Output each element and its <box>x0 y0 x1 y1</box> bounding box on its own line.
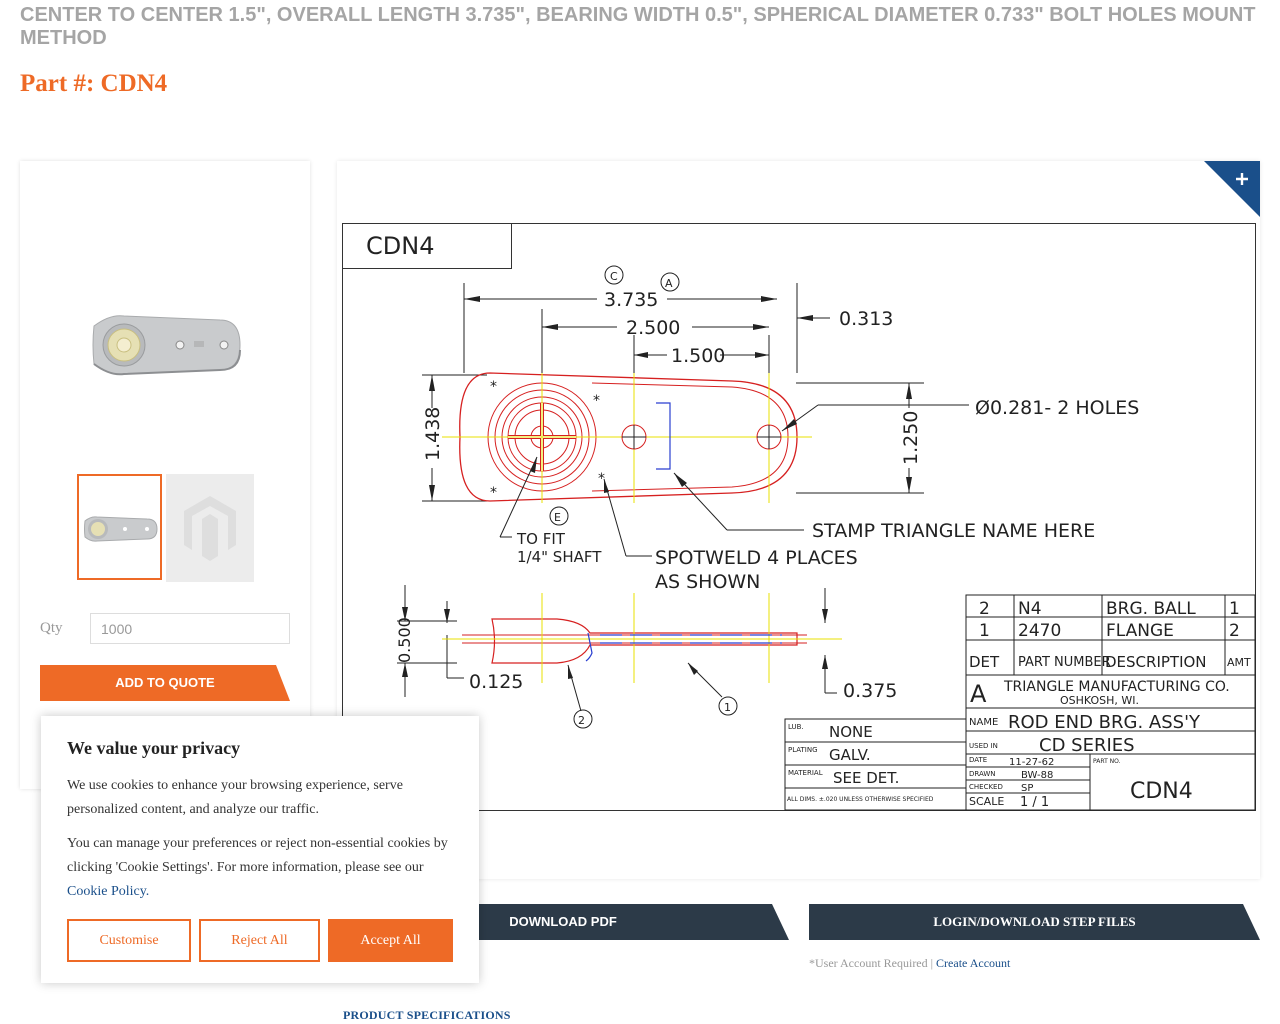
bom-desc: BRG. BALL <box>1106 599 1196 619</box>
shaft-callout-1: TO FIT <box>516 530 566 548</box>
technical-drawing[interactable]: CDN4 C A 3.735 2.500 1.500 0.313 1.438 1… <box>342 223 1256 811</box>
qty-input[interactable] <box>90 613 290 644</box>
bom-amt: 2 <box>1229 621 1240 641</box>
company-city: OSHKOSH, WI. <box>1060 694 1139 707</box>
material-value: SEE DET. <box>833 769 899 787</box>
cookie-text: We use cookies to enhance your browsing … <box>67 778 403 817</box>
partno-label: PART NO. <box>1093 758 1121 765</box>
company-name: TRIANGLE MANUFACTURING CO. <box>1003 679 1230 695</box>
tolerance-note: ALL DIMS. ±.020 UNLESS OTHERWISE SPECIFI… <box>787 796 934 803</box>
stamp-callout: STAMP TRIANGLE NAME HERE <box>812 520 1095 542</box>
company-logo: A <box>970 680 987 708</box>
lub-value: NONE <box>829 723 873 741</box>
holes-callout: Ø0.281- 2 HOLES <box>975 397 1139 419</box>
zoom-button[interactable] <box>1204 161 1260 217</box>
qty-label: Qty <box>40 620 63 636</box>
bom-header: PART NUMBER <box>1018 655 1111 670</box>
cookie-text-manage: You can manage your preferences or rejec… <box>67 832 459 904</box>
thumbnail-image <box>84 516 158 542</box>
partno-value: CDN4 <box>1130 779 1193 804</box>
svg-text:*: * <box>490 379 497 395</box>
scale-label: SCALE <box>969 795 1004 808</box>
used-label: USED IN <box>969 742 998 750</box>
assembly-name: ROD END BRG. ASS'Y <box>1008 712 1201 733</box>
plating-label: PLATING <box>788 746 818 754</box>
cookie-policy-link[interactable]: Cookie Policy. <box>67 884 150 899</box>
callout-e: E <box>554 511 561 524</box>
dim-center: 1.500 <box>671 345 725 367</box>
lub-label: LUB. <box>788 723 804 731</box>
bom-det: 1 <box>979 621 990 641</box>
create-account-link[interactable]: Create Account <box>936 956 1011 970</box>
svg-text:*: * <box>593 393 600 409</box>
product-main-image[interactable] <box>90 312 242 378</box>
dim-inner-height: 1.250 <box>900 411 922 465</box>
used-in: CD SERIES <box>1039 735 1135 756</box>
checked-label: CHECKED <box>969 783 1003 791</box>
account-note: *User Account Required | Create Account <box>809 956 1010 971</box>
svg-text:*: * <box>598 471 605 487</box>
dim-height: 1.438 <box>422 407 444 461</box>
dim-offset: 0.375 <box>843 680 897 702</box>
thumbnail-placeholder[interactable] <box>166 474 254 582</box>
bom-header: AMT <box>1227 656 1251 669</box>
cookie-consent-dialog: We value your privacy We use cookies to … <box>41 716 479 983</box>
drawn-value: BW-88 <box>1021 770 1053 781</box>
bom-det: 2 <box>979 599 990 619</box>
bom-part: N4 <box>1018 599 1042 619</box>
bom-header: DET <box>969 653 1000 671</box>
dim-center-outer: 2.500 <box>626 317 680 339</box>
scale-value: 1 / 1 <box>1020 795 1049 810</box>
bom-desc: FLANGE <box>1106 621 1174 641</box>
placeholder-logo-icon <box>184 496 236 561</box>
drawing-title: CDN4 <box>366 232 434 260</box>
product-specifications-tab[interactable]: PRODUCT SPECIFICATIONS <box>343 1008 511 1022</box>
date-label: DATE <box>969 756 987 764</box>
drawn-label: DRAWN <box>969 770 996 778</box>
dim-tip: 0.313 <box>839 308 893 330</box>
accept-all-button[interactable]: Accept All <box>328 919 453 962</box>
shaft-callout-2: 1/4" SHAFT <box>517 548 602 566</box>
spotweld-callout-1: SPOTWELD 4 PLACES <box>655 547 858 569</box>
customise-button[interactable]: Customise <box>67 919 191 962</box>
plus-icon <box>1236 173 1248 185</box>
callout-1: 1 <box>724 701 731 714</box>
dim-width: 0.500 <box>395 617 414 663</box>
plating-value: GALV. <box>829 746 871 764</box>
cookie-text-body: You can manage your preferences or rejec… <box>67 836 448 875</box>
svg-text:*: * <box>490 485 497 501</box>
account-note-text: *User Account Required | <box>809 956 934 970</box>
add-to-quote-button[interactable]: ADD TO QUOTE <box>40 665 290 701</box>
bom-part: 2470 <box>1018 621 1061 641</box>
product-specs-heading: CENTER TO CENTER 1.5", OVERALL LENGTH 3.… <box>20 4 1256 49</box>
reject-all-button[interactable]: Reject All <box>199 919 320 962</box>
cookie-title: We value your privacy <box>67 738 241 758</box>
spotweld-callout-2: AS SHOWN <box>655 571 760 593</box>
checked-value: SP <box>1021 783 1033 794</box>
download-step-button[interactable]: LOGIN/DOWNLOAD STEP FILES <box>809 904 1260 940</box>
name-label: NAME <box>969 717 998 728</box>
callout-a: A <box>665 277 673 290</box>
dim-overall: 3.735 <box>604 289 658 311</box>
material-label: MATERIAL <box>788 769 823 777</box>
callout-c: C <box>610 270 618 283</box>
bom-header: DESCRIPTION <box>1105 653 1207 671</box>
date-value: 11-27-62 <box>1009 757 1054 768</box>
part-number-heading: Part #: CDN4 <box>20 70 168 97</box>
bom-amt: 1 <box>1229 599 1240 619</box>
dim-thickness: 0.125 <box>469 671 523 693</box>
thumbnail-product[interactable] <box>77 474 162 580</box>
callout-2: 2 <box>578 714 585 727</box>
